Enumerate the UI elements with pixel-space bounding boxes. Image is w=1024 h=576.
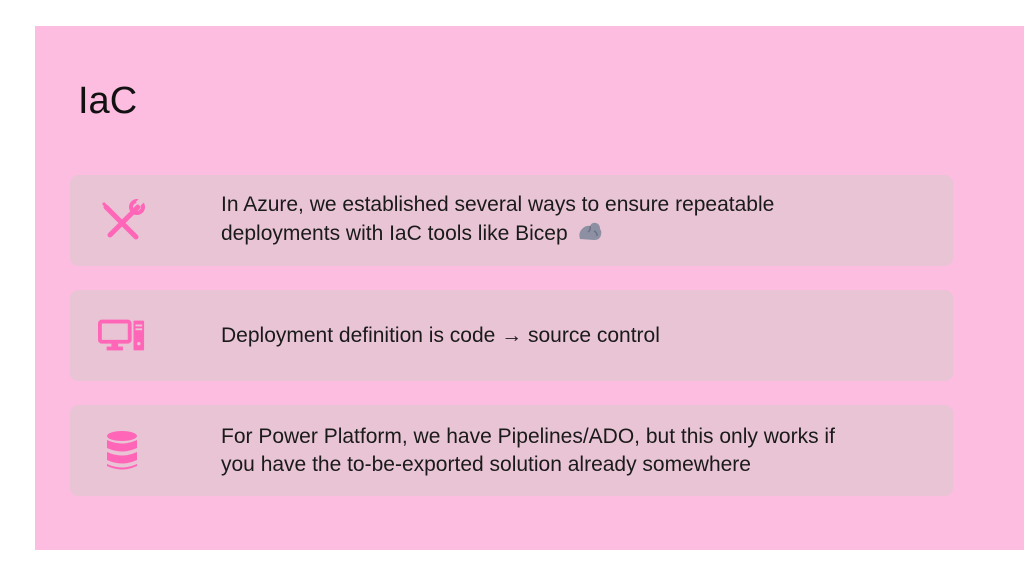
bullet-text-line: you have the to-be-exported solution alr…	[221, 452, 751, 476]
bullet-text-fragment: deployments with IaC tools like Bicep	[221, 221, 568, 245]
bullet-text: In Azure, we established several ways to…	[221, 191, 913, 251]
database-icon	[98, 427, 146, 475]
slide: IaC In Azure, we established several way…	[35, 26, 1024, 550]
bullet-card-definition: Deployment definition is code → source c…	[70, 290, 953, 381]
bullet-text-line: For Power Platform, we have Pipelines/AD…	[221, 424, 835, 448]
bullet-text: Deployment definition is code → source c…	[221, 323, 660, 347]
bullet-text-line: deployments with IaC tools like Bicep	[221, 219, 913, 251]
computer-icon	[98, 312, 146, 360]
bullet-text: For Power Platform, we have Pipelines/AD…	[221, 423, 913, 479]
bullet-card-power-platform: For Power Platform, we have Pipelines/AD…	[70, 405, 953, 496]
slide-title: IaC	[78, 80, 138, 122]
bullet-text-line: In Azure, we established several ways to…	[221, 192, 775, 216]
flexed-biceps-icon	[576, 219, 604, 251]
tools-icon	[98, 197, 146, 245]
bullet-card-azure: In Azure, we established several ways to…	[70, 175, 953, 266]
